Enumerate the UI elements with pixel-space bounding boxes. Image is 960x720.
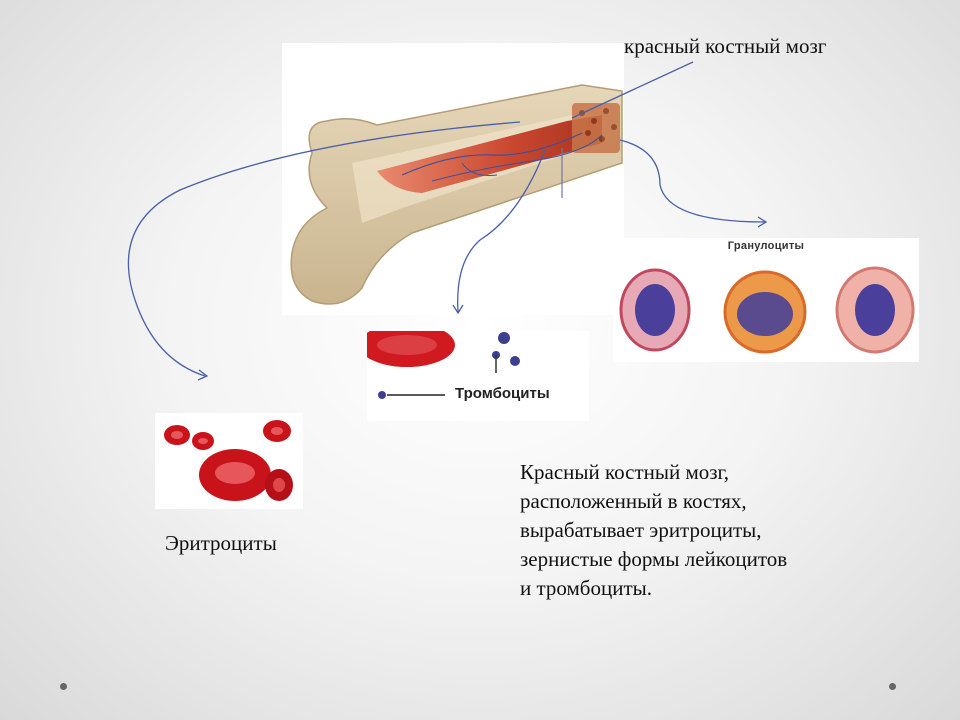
arrow-to-erythrocytes xyxy=(127,121,521,377)
red-marrow-label: красный костный мозг xyxy=(624,34,827,58)
granulocyte-cell-3 xyxy=(835,266,915,354)
description-line: расположенный в костях, xyxy=(520,489,747,513)
erythrocytes-label: Эритроциты xyxy=(165,531,277,555)
platelet-dot-1 xyxy=(498,332,510,344)
granulocyte-cells xyxy=(619,266,915,354)
granulocyte-cell-2 xyxy=(723,270,807,354)
arrowhead-thrombocytes xyxy=(452,304,464,315)
description-line: зернистые формы лейкоцитов xyxy=(520,547,788,571)
arrowhead-erythrocytes xyxy=(197,369,209,381)
bone-illustration xyxy=(282,43,624,315)
arrowhead-granulocytes xyxy=(757,216,768,228)
granulocyte-cell-1 xyxy=(619,268,691,352)
arrow-to-granulocytes xyxy=(619,139,766,223)
decorative-dot-left xyxy=(60,683,67,690)
erythrocytes-drawing xyxy=(164,420,293,501)
decorative-dot-right xyxy=(889,683,896,690)
thrombocytes-label: Тромбоциты xyxy=(455,385,550,402)
thrombocytes-drawing xyxy=(367,331,520,399)
granulocytes-title: Гранулоциты xyxy=(727,240,805,252)
granulocytes-panel: Гранулоциты xyxy=(613,238,919,362)
arrow-to-thrombocytes xyxy=(457,149,546,313)
description-line: Красный костный мозг, xyxy=(520,460,730,484)
description-text: Красный костный мозг, расположенный в ко… xyxy=(520,458,920,603)
description-line: вырабатывает эритроциты, xyxy=(520,518,762,542)
label-pointer-line xyxy=(571,61,694,119)
description-line: и тромбоциты. xyxy=(520,576,653,600)
thrombocytes-panel: Тромбоциты xyxy=(367,331,589,421)
erythrocytes-panel xyxy=(155,413,303,509)
platelet-dot-3 xyxy=(510,356,520,366)
platelet-dot-4 xyxy=(378,391,386,399)
